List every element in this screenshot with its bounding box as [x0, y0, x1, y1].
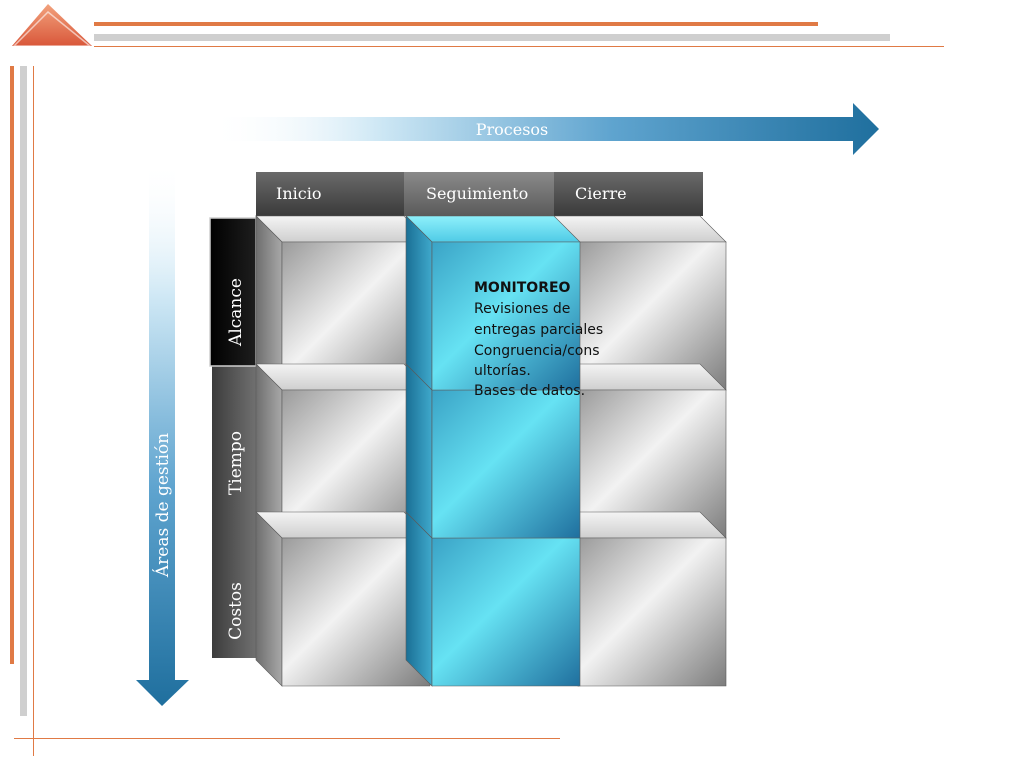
highlight-cube-2-front — [431, 537, 581, 687]
highlight-cube-0-front — [431, 241, 581, 391]
highlight-line: entregas parciales — [474, 322, 603, 338]
column-header-label: Cierre — [575, 184, 627, 203]
highlight-title: MONITOREO — [474, 280, 571, 296]
matrix-cube-0-0-top — [255, 215, 431, 243]
row-tab-tiempo — [212, 364, 256, 512]
top-rule-thin — [94, 46, 944, 47]
matrix-cube-2-0-top — [551, 215, 727, 243]
matrix-cube-2-2-front — [577, 537, 727, 687]
matrix-cube-0-2-top — [255, 511, 431, 539]
matrix-cube-0-1-top — [255, 363, 431, 391]
row-tab-label: Tiempo — [226, 431, 246, 495]
highlight-line: Revisiones de — [474, 301, 570, 317]
matrix-cube-0-2-side — [255, 511, 283, 687]
highlight-line: ultorías. — [474, 363, 531, 379]
left-rule-grey — [20, 66, 27, 716]
management-areas-arrow: Áreas de gestión — [136, 160, 189, 706]
column-header-seguimiento — [404, 172, 554, 216]
column-header-label: Inicio — [276, 184, 321, 203]
highlight-cube-2-side — [405, 511, 433, 687]
processes-arrow: Procesos — [210, 103, 879, 155]
highlight-line: Bases de datos. — [474, 383, 585, 399]
slide-decoration — [10, 4, 944, 756]
left-rule-orange — [10, 66, 14, 664]
top-rule-orange — [94, 22, 818, 26]
row-tab-alcance-selected — [209, 217, 257, 367]
left-rule-thin — [33, 66, 34, 756]
row-tab-costos — [212, 510, 256, 658]
column-header-label: Seguimiento — [426, 184, 528, 203]
processes-arrow-label: Procesos — [476, 120, 549, 139]
highlight-text-block: MONITOREO Revisiones de entregas parcial… — [474, 280, 603, 399]
top-rule-grey — [94, 34, 890, 41]
highlight-cube-0-side — [405, 215, 433, 391]
row-tab-label: Alcance — [226, 278, 246, 347]
highlight-line: Congruencia/cons — [474, 343, 600, 359]
matrix-cube-0-2-front — [281, 537, 431, 687]
process-column-headers: Inicio Seguimiento Cierre — [256, 172, 703, 216]
corner-triangle-icon — [12, 4, 92, 46]
highlight-cube-1-front — [431, 389, 581, 539]
processes-arrow-shape — [210, 103, 879, 155]
management-area-row-tabs: Alcance Tiempo Costos — [209, 217, 257, 658]
highlight-cube-0-top — [405, 215, 581, 243]
matrix-cubes — [255, 215, 727, 687]
highlight-cube-1-side — [405, 363, 433, 539]
management-areas-arrow-label: Áreas de gestión — [152, 433, 173, 578]
bottom-rule-thin — [14, 738, 560, 739]
column-header-cierre — [554, 172, 703, 216]
column-header-inicio — [256, 172, 404, 216]
management-areas-arrow-shape — [136, 160, 189, 706]
row-tab-label: Costos — [226, 582, 246, 640]
